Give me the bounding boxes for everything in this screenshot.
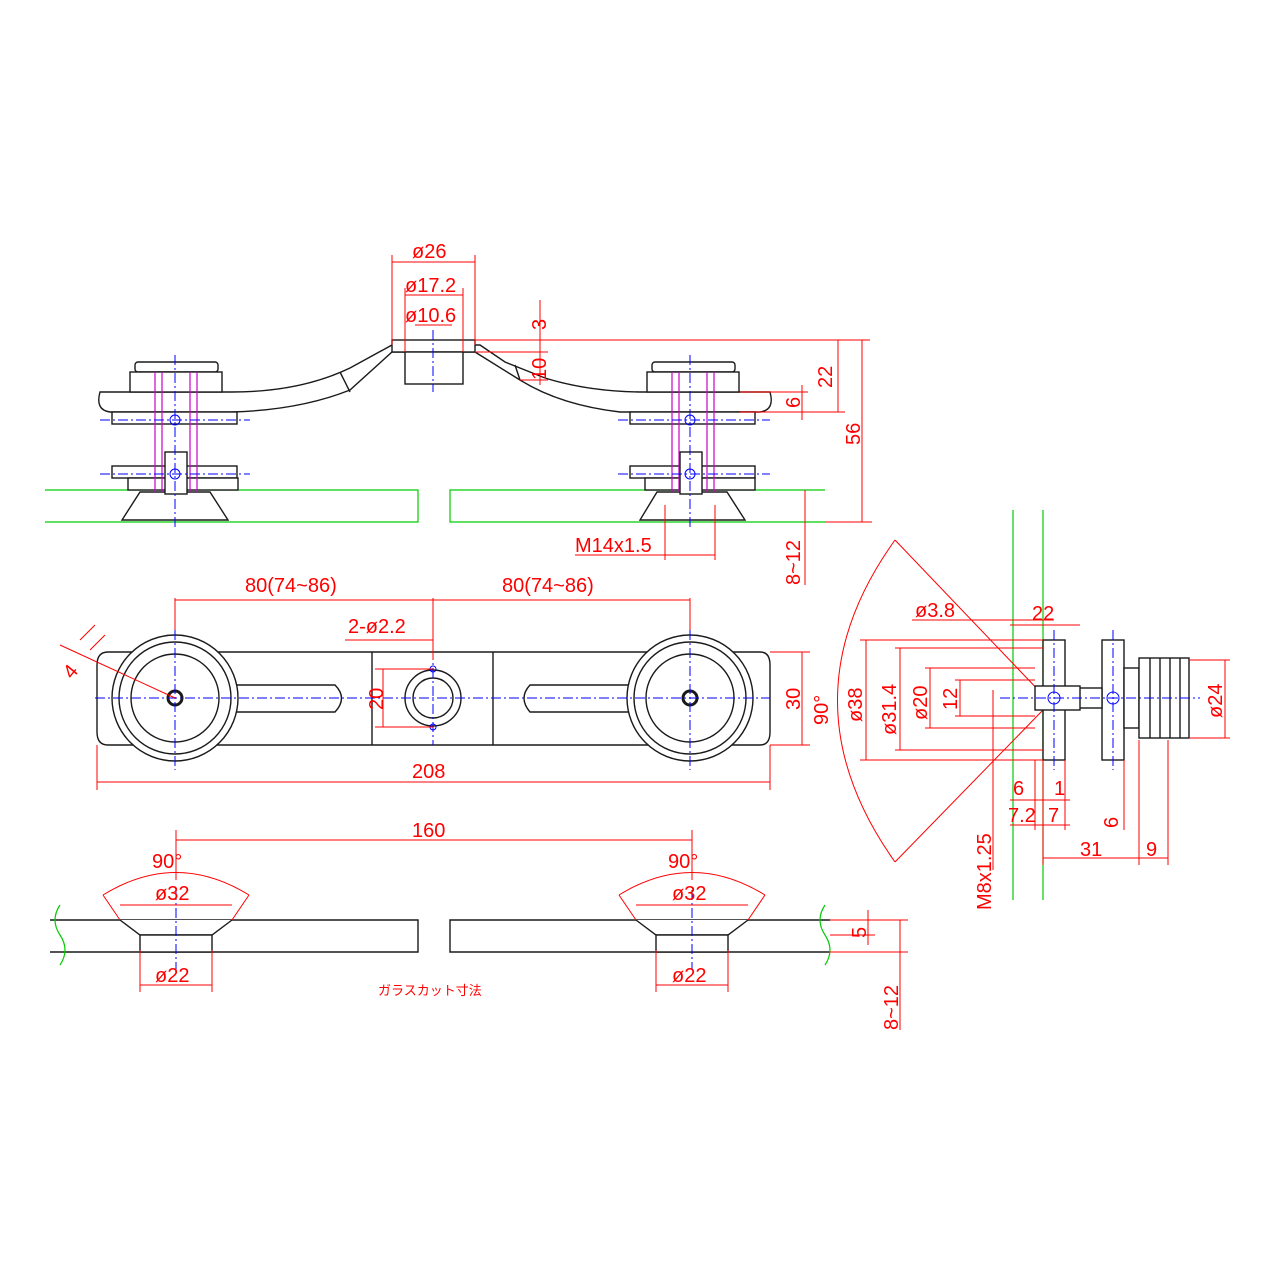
left-rotule-fitting [100, 355, 250, 530]
label-3: 3 [529, 319, 551, 330]
plan-view: 80(74~86) 80(74~86) 2-ø2.2 20 30 208 4 [59, 575, 810, 790]
label-30: 30 [783, 688, 805, 710]
label-90-left: 90° [152, 851, 182, 873]
label-hole: 2-ø2.2 [348, 616, 406, 638]
arm-edge [339, 371, 351, 393]
label-10: 10 [529, 358, 551, 380]
label-m8: M8x1.25 [974, 833, 996, 910]
label-90-right: 90° [668, 851, 698, 873]
label-22-side: 22 [1032, 603, 1054, 625]
center-hub-body [404, 351, 464, 385]
glass-dimensions [102, 830, 908, 1030]
label-8-12-top: 8~12 [783, 540, 805, 585]
plan-dimensions [59, 598, 810, 790]
label-d22-left: ø22 [155, 965, 189, 987]
glass-panel-left [45, 489, 419, 523]
label-6: 6 [783, 397, 805, 408]
label-4: 4 [59, 661, 83, 684]
label-208: 208 [412, 761, 445, 783]
label-d17: ø17.2 [405, 275, 456, 297]
label-d32-right: ø32 [672, 883, 706, 905]
label-d38: ø38 [845, 688, 867, 722]
label-7-2: 7.2 [1008, 805, 1036, 827]
slot-left [234, 684, 343, 713]
elevation-view: ø26 ø17.2 ø10.6 3 10 22 6 56 8~12 M14x1.… [45, 241, 872, 585]
break-right [819, 904, 831, 966]
label-20: 20 [366, 688, 388, 710]
label-d3-8: ø3.8 [915, 600, 955, 622]
label-d22-right: ø22 [672, 965, 706, 987]
label-12: 12 [940, 688, 962, 710]
label-m14: M14x1.5 [575, 535, 652, 557]
arm-edge [514, 364, 521, 381]
elevation-dimensions [391, 255, 872, 585]
right-rotule-fitting [618, 355, 770, 530]
label-5: 5 [849, 927, 871, 938]
side-section-view: 90° ø38 ø31.4 ø20 12 ø3.8 22 ø24 6 1 7.2… [811, 510, 1230, 910]
glass-cut-note: ガラスカット寸法 [378, 984, 482, 999]
slot-right [523, 684, 636, 713]
label-160: 160 [412, 820, 445, 842]
label-9: 9 [1146, 839, 1157, 861]
label-56: 56 [843, 423, 865, 445]
label-d24: ø24 [1205, 684, 1227, 718]
break-left [54, 904, 66, 966]
arm-outline [96, 651, 771, 746]
label-d32-left: ø32 [155, 883, 189, 905]
label-6-side-b: 6 [1101, 817, 1123, 828]
glass-cut-view: 160 90° 90° ø32 ø32 ø22 ø22 5 8~12 ガラスカッ… [50, 820, 908, 1030]
label-31: 31 [1080, 839, 1102, 861]
label-80-right: 80(74~86) [502, 575, 594, 597]
glass-panel-right [449, 489, 825, 523]
side-dimensions [860, 619, 1230, 870]
label-90-side: 90° [811, 695, 833, 725]
label-22: 22 [815, 366, 837, 388]
label-d31-4: ø31.4 [879, 684, 901, 735]
label-d10: ø10.6 [405, 305, 456, 327]
label-d20: ø20 [910, 686, 932, 720]
label-1: 1 [1054, 778, 1065, 800]
label-8-12-glass: 8~12 [881, 985, 903, 1030]
label-d26: ø26 [412, 241, 446, 263]
label-7: 7 [1048, 805, 1059, 827]
label-80-left: 80(74~86) [245, 575, 337, 597]
label-6-side-a: 6 [1013, 778, 1024, 800]
